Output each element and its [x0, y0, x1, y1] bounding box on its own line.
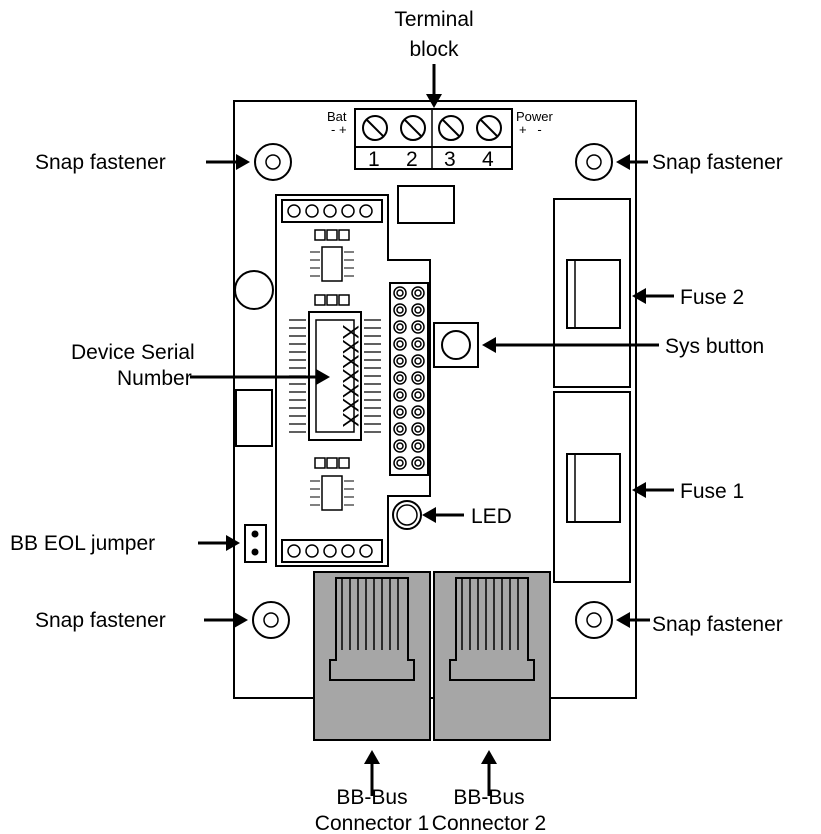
bb-bus-connector-1-arrow: [364, 750, 380, 796]
fuse-2-arrow: [632, 288, 674, 304]
terminal-number-2: 2: [406, 148, 418, 171]
header-pin-hole: [414, 357, 422, 365]
top-pin-header: [281, 199, 383, 223]
header-pin-hole: [396, 408, 404, 416]
terminal-block-label-line2: block: [409, 38, 459, 61]
bb-bus-connector-2-label-line2: Connector 2: [432, 812, 546, 834]
snap-fastener-bottom-left-label: Snap fastener: [35, 609, 166, 632]
device-serial-arrow: [190, 369, 330, 385]
sys-button: [433, 322, 479, 368]
terminal-block: 1 2 3 4: [354, 108, 513, 171]
header-pin-hole: [396, 425, 404, 433]
power-polarity-label: + -: [519, 122, 542, 137]
terminal-block-arrow: [426, 64, 442, 108]
led-arrow: [422, 507, 464, 523]
snap-fastener-top-right: [575, 143, 613, 181]
header-pin-hole: [414, 306, 422, 314]
header-pin-hole: [396, 306, 404, 314]
led-label: LED: [471, 505, 512, 528]
left-chip: [235, 389, 273, 447]
power-label: Power: [516, 109, 554, 124]
fuse-2: [553, 198, 631, 388]
snap-fastener-bottom-right-label: Snap fastener: [652, 613, 783, 636]
header-pin-hole: [396, 391, 404, 399]
snap-fastener-top-left-arrow: [206, 154, 250, 170]
header-pin-hole: [396, 357, 404, 365]
bottom-pin-header: [281, 539, 383, 563]
terminal-screw-1: [362, 115, 388, 141]
snap-fastener-bottom-left-arrow: [204, 612, 248, 628]
terminal-screw-4: [476, 115, 502, 141]
sys-button-label: Sys button: [665, 335, 764, 358]
header-pin-hole: [414, 425, 422, 433]
bb-eol-jumper-arrow: [198, 535, 240, 551]
terminal-screw-3: [438, 115, 464, 141]
header-pin-hole: [414, 323, 422, 331]
snap-fastener-top-left: [254, 143, 292, 181]
top-chip: [397, 185, 455, 224]
header-pin-hole: [414, 374, 422, 382]
bb-bus-connector-2: [433, 571, 551, 741]
fuse-1-arrow: [632, 482, 674, 498]
fuse-1: [553, 391, 631, 583]
bb-eol-jumper-label: BB EOL jumper: [10, 532, 155, 555]
header-pin-hole: [396, 289, 404, 297]
small-ic-bottom: [310, 457, 354, 511]
header-pin-hole: [396, 459, 404, 467]
bb-bus-connector-1-label-line1: BB-Bus: [336, 786, 407, 809]
header-pin-hole: [396, 323, 404, 331]
led: [392, 500, 422, 530]
header-pin-hole: [414, 340, 422, 348]
header-pin-hole: [414, 289, 422, 297]
terminal-screw-2: [400, 115, 426, 141]
snap-fastener-top-right-arrow: [616, 154, 648, 170]
header-pin-hole: [414, 459, 422, 467]
snap-fastener-bottom-right-arrow: [616, 612, 650, 628]
terminal-number-1: 1: [368, 148, 380, 171]
bat-label: Bat: [327, 109, 347, 124]
header-pin-hole: [396, 374, 404, 382]
snap-fastener-top-left-label: Snap fastener: [35, 151, 166, 174]
bb-eol-jumper: [244, 524, 267, 563]
dual-pin-header: [389, 282, 429, 476]
device-serial-label-line1: Device Serial: [71, 341, 195, 364]
snap-fastener-bottom-right: [575, 601, 613, 639]
bat-polarity-label: - +: [331, 122, 347, 137]
snap-fastener-top-right-label: Snap fastener: [652, 151, 783, 174]
bb-bus-connector-1: [313, 571, 431, 741]
header-pin-hole: [414, 391, 422, 399]
fuse-2-label: Fuse 2: [680, 286, 744, 309]
bb-bus-connector-2-arrow: [481, 750, 497, 796]
device-serial-label-line2: Number: [117, 367, 192, 390]
bb-bus-connector-2-label-line1: BB-Bus: [453, 786, 524, 809]
header-pin-hole: [396, 442, 404, 450]
terminal-block-label-line1: Terminal: [394, 8, 473, 31]
bb-bus-connector-1-label-line2: Connector 1: [315, 812, 429, 834]
sys-button-arrow: [482, 337, 659, 353]
serial-number-placeholder: XXXXXXX: [338, 325, 363, 428]
small-ic-top: [310, 229, 354, 306]
terminal-number-3: 3: [444, 148, 456, 171]
terminal-number-4: 4: [482, 148, 494, 171]
fuse-1-label: Fuse 1: [680, 480, 744, 503]
header-pin-hole: [414, 442, 422, 450]
header-pin-hole: [396, 340, 404, 348]
snap-fastener-bottom-left: [252, 601, 290, 639]
header-pin-hole: [414, 408, 422, 416]
round-component: [234, 270, 274, 310]
